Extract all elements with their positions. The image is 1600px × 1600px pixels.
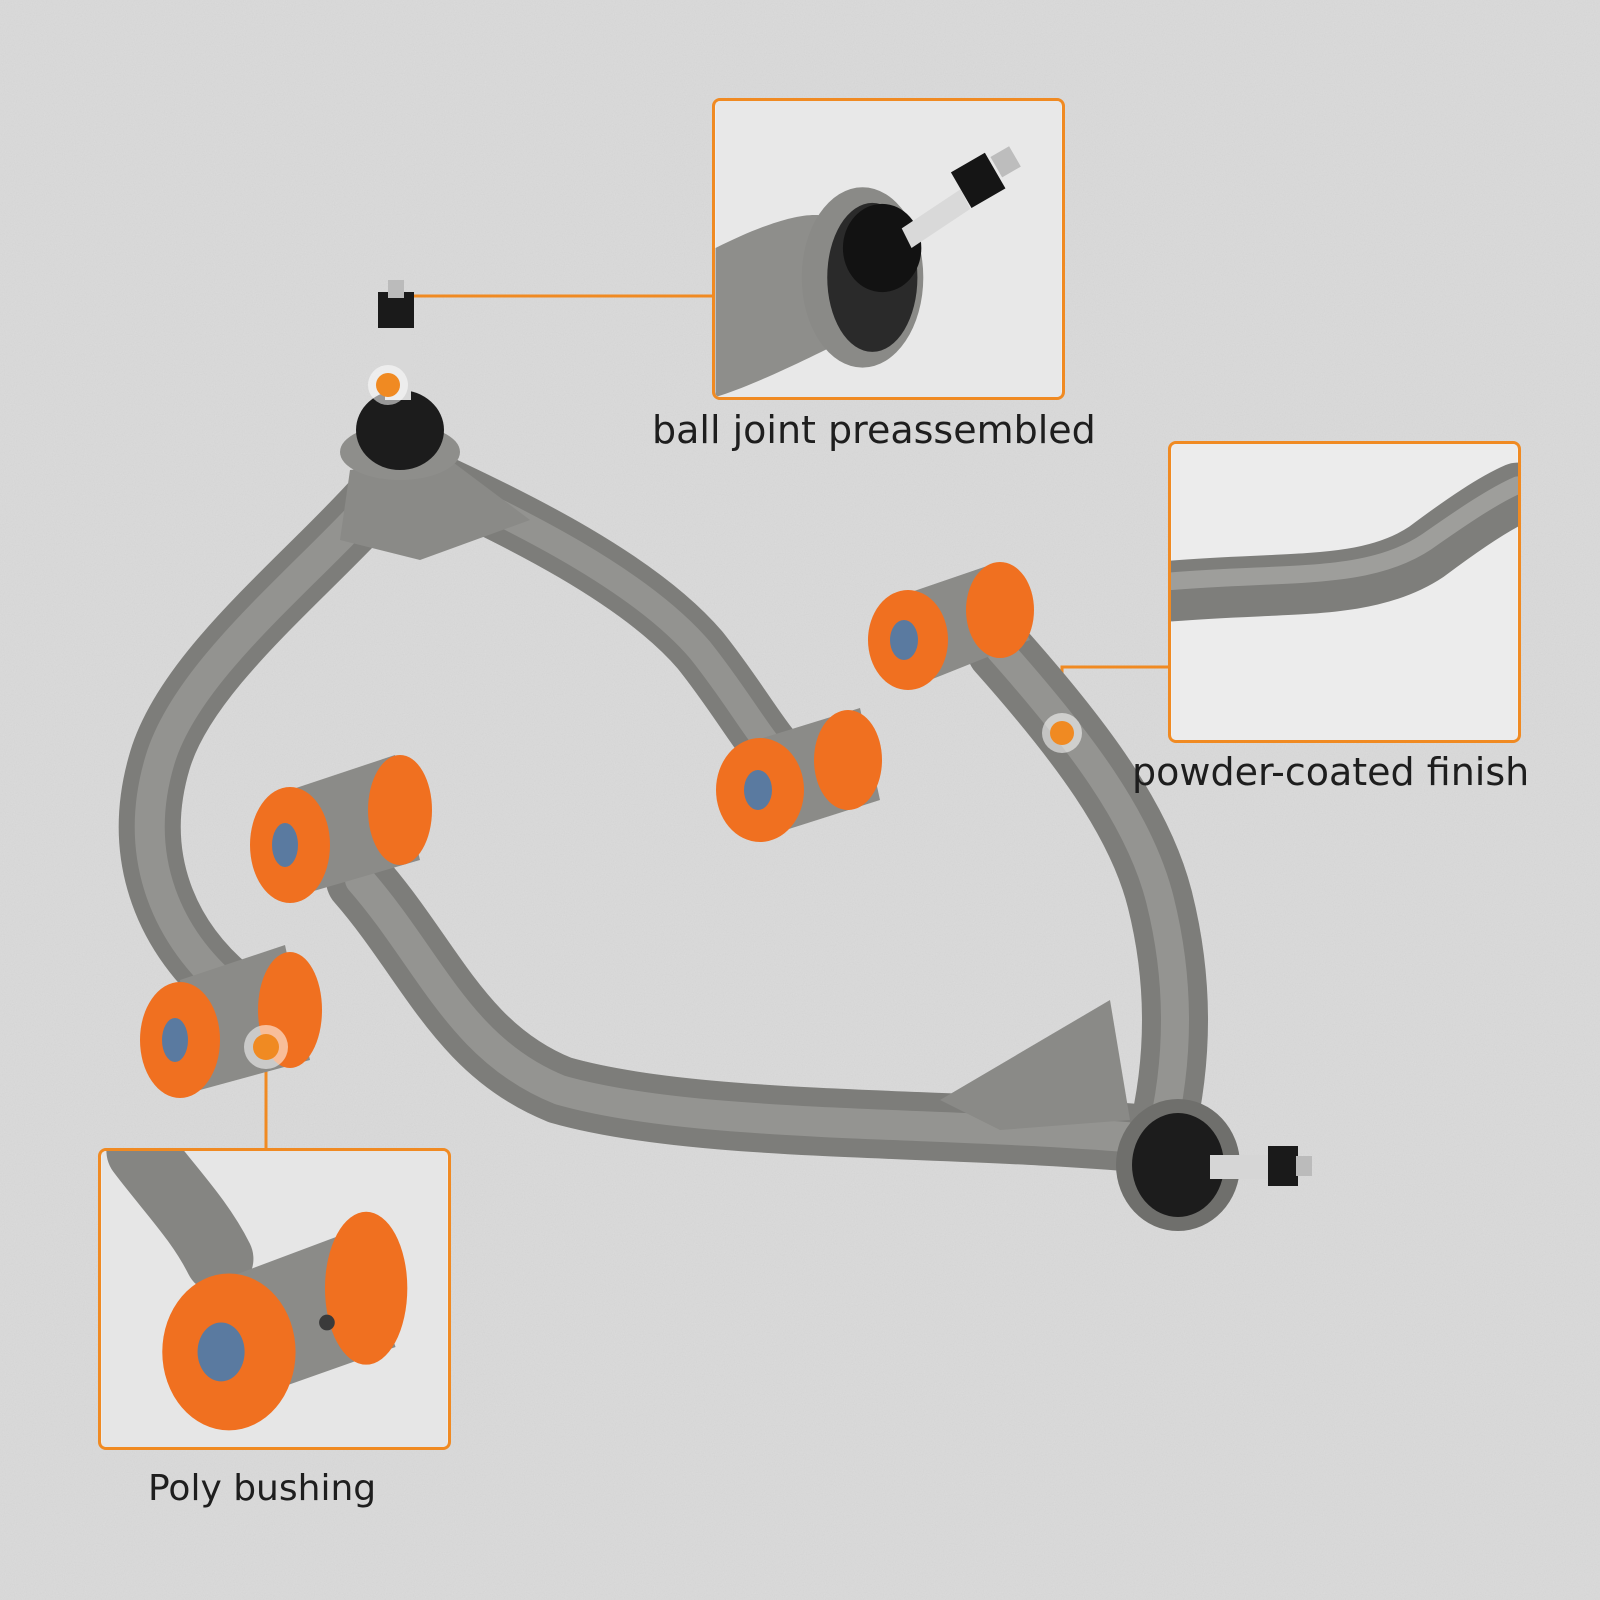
callout-ball-joint (712, 98, 1065, 400)
ball-joint-closeup (715, 101, 1062, 397)
bushing-front-left-1 (250, 755, 432, 903)
bushing-rear-right-1 (868, 562, 1034, 690)
callout-finish (1168, 441, 1521, 743)
ball-joint-caption: ball joint preassembled (652, 408, 1096, 452)
bushing-closeup (101, 1151, 448, 1447)
bushing-caption: Poly bushing (148, 1468, 377, 1509)
gusset-top (340, 460, 530, 560)
finish-closeup (1171, 444, 1518, 740)
ball-joint-bottom (1116, 1099, 1312, 1231)
bushing-rear-right-2 (716, 708, 882, 842)
callout-bushing (98, 1148, 451, 1450)
finish-caption: powder-coated finish (1132, 750, 1530, 794)
gusset-bottom (940, 1000, 1130, 1130)
indicator-dots (244, 365, 1082, 1069)
